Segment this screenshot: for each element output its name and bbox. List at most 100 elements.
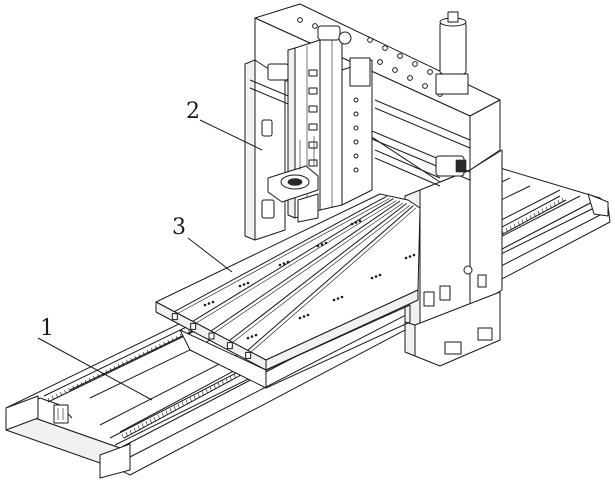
rack-tooth [209, 386, 212, 391]
rack-tooth [545, 206, 548, 211]
bolt-hole [340, 295, 344, 299]
bolt-hole [378, 273, 382, 277]
rack-tooth [205, 388, 208, 394]
bolt-hole [324, 241, 328, 245]
callout-1: 1 [37, 316, 153, 401]
spindle-slot [308, 159, 318, 167]
rack-tooth [233, 373, 236, 379]
rack-tooth [125, 431, 128, 436]
rack-tooth [151, 347, 154, 353]
bolt-hole [302, 315, 306, 318]
rack-tooth [517, 221, 520, 226]
rack-tooth [142, 351, 145, 357]
bolt-hole [298, 316, 302, 320]
spindle-hole [353, 139, 359, 145]
spindle-slot [308, 105, 318, 113]
beam-hole [397, 53, 403, 59]
bolt-hole [306, 313, 310, 317]
rack-tooth [76, 383, 79, 389]
rack-tooth [505, 227, 508, 233]
rack-tooth [149, 418, 152, 424]
t-slot [192, 198, 394, 322]
rack-tooth [165, 410, 168, 415]
spindle-hole [353, 153, 359, 159]
t-slot-edge [213, 202, 404, 334]
rack-tooth [529, 215, 532, 220]
bolt-hole [211, 300, 215, 304]
bolt-hole [374, 275, 378, 278]
rack-tooth [213, 384, 216, 389]
rack-tooth [157, 414, 160, 419]
rack-tooth [557, 200, 560, 205]
rack-tooth [72, 385, 75, 391]
rack-tooth [181, 401, 184, 406]
spindle-slot [308, 87, 318, 95]
bolt-hole [238, 284, 242, 288]
rack-tooth [225, 378, 228, 383]
rack-tooth [549, 204, 552, 209]
spindle-slot [308, 69, 318, 77]
slot-notch [208, 332, 215, 340]
bolt-hole [332, 298, 336, 302]
rack-tooth [153, 416, 156, 421]
callout-label-2: 2 [186, 99, 200, 124]
t-slot-edge [232, 205, 410, 343]
bolt-hole [370, 276, 374, 280]
rack-tooth [141, 423, 144, 428]
rack-tooth [521, 219, 524, 224]
spindle-slot [308, 123, 318, 131]
rack-tooth [109, 367, 112, 373]
rack-tooth [133, 427, 136, 432]
leader-line-3 [187, 237, 233, 273]
t-slot [210, 200, 401, 332]
rack-tooth [175, 335, 178, 341]
rack-tooth [171, 337, 174, 343]
t-slot [174, 195, 387, 313]
rack-tooth [138, 353, 141, 359]
bolt-hole [250, 335, 254, 338]
rack-tooth [60, 391, 63, 397]
beam-hole [367, 37, 373, 43]
rack-tooth [229, 375, 232, 381]
rack-tooth [145, 421, 148, 426]
callout-3: 3 [172, 215, 233, 273]
beam-hole [392, 67, 398, 73]
rack-tooth [525, 217, 528, 222]
rack-tooth [97, 373, 100, 379]
beam-hole [427, 69, 433, 75]
rack-tooth [64, 389, 67, 395]
slot-notch [190, 322, 197, 330]
callout-label-3: 3 [172, 215, 186, 240]
beam-hole [382, 45, 388, 51]
rack-tooth [122, 361, 125, 367]
work-table [155, 193, 421, 389]
beam-hole [312, 23, 318, 29]
rack-tooth [51, 395, 54, 401]
rack-tooth [188, 329, 191, 335]
spindle-hole [353, 111, 359, 117]
bolt-hole [246, 281, 250, 285]
spindle-hole [353, 167, 359, 173]
rack-tooth [177, 403, 180, 409]
rack-tooth [121, 433, 124, 439]
beam-hole [407, 75, 413, 81]
rack-tooth [189, 397, 192, 402]
spindle-hole [353, 125, 359, 131]
rack-tooth [113, 365, 116, 371]
bolt-hole [336, 297, 340, 300]
bolt-hole [203, 303, 207, 307]
bolt-hole [412, 253, 416, 257]
t-slot-edge [195, 200, 397, 324]
rack-tooth [117, 363, 121, 369]
rack-tooth [193, 395, 196, 400]
rack-tooth [161, 412, 164, 417]
rack-tooth [197, 393, 200, 398]
bolt-hole [316, 244, 320, 248]
slot-notch [245, 351, 252, 359]
bolt-hole [404, 256, 408, 260]
rack-tooth [173, 406, 176, 411]
rack-tooth [155, 345, 158, 351]
bolt-hole [282, 262, 286, 265]
bolt-hole [354, 221, 358, 224]
